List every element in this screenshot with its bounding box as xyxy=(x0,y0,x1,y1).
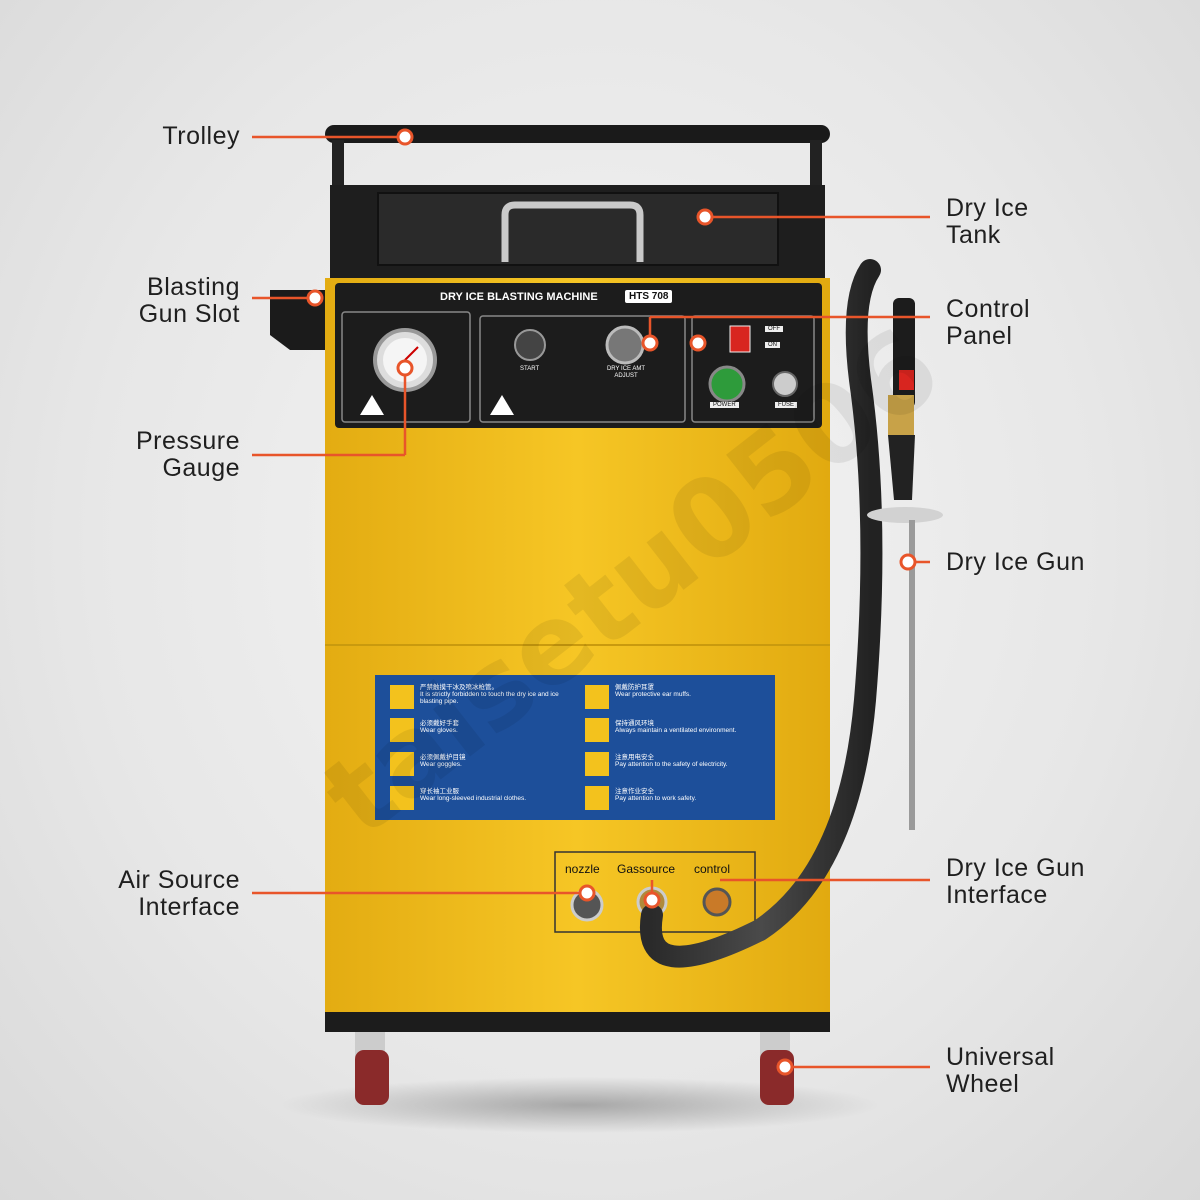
floor-shadow xyxy=(280,1077,880,1133)
start-label: START xyxy=(520,366,540,372)
port-label-nozzle: nozzle xyxy=(565,862,600,876)
dry-ice-amount-label: DRY ICE AMT ADJUST xyxy=(606,366,646,379)
trolley-handle xyxy=(325,125,830,195)
callout-leaders xyxy=(252,128,930,1076)
safety-rules: 严禁触摸干冰及喷冰枪管。It is strictly forbidden to … xyxy=(420,684,737,802)
dry-ice-gun xyxy=(867,298,943,830)
dry-ice-amount-knob xyxy=(605,325,645,365)
on-label: ON xyxy=(765,342,780,348)
power-button xyxy=(708,365,746,403)
safety-sticker xyxy=(375,675,775,820)
universal-wheel-left xyxy=(355,1032,389,1105)
power-label: POWER xyxy=(710,402,739,408)
port-label-gassource: Gassource xyxy=(617,862,676,876)
off-label: OFF xyxy=(765,326,783,332)
port-label-control: control xyxy=(694,862,731,876)
model-badge: HTS 708 xyxy=(625,290,673,303)
dry-ice-tank xyxy=(330,185,825,280)
start-knob xyxy=(514,329,546,361)
power-switch xyxy=(729,325,751,353)
hose xyxy=(639,259,883,968)
fuse-label: FUSE xyxy=(775,402,798,408)
callout-trolley: Trolley xyxy=(162,122,240,150)
control-panel xyxy=(335,283,822,428)
fuse-holder xyxy=(772,371,798,397)
control-port xyxy=(702,887,732,917)
callout-dry-ice-gun: Dry Ice Gun xyxy=(946,548,1085,576)
machine-title: DRY ICE BLASTING MACHINE xyxy=(440,291,598,303)
